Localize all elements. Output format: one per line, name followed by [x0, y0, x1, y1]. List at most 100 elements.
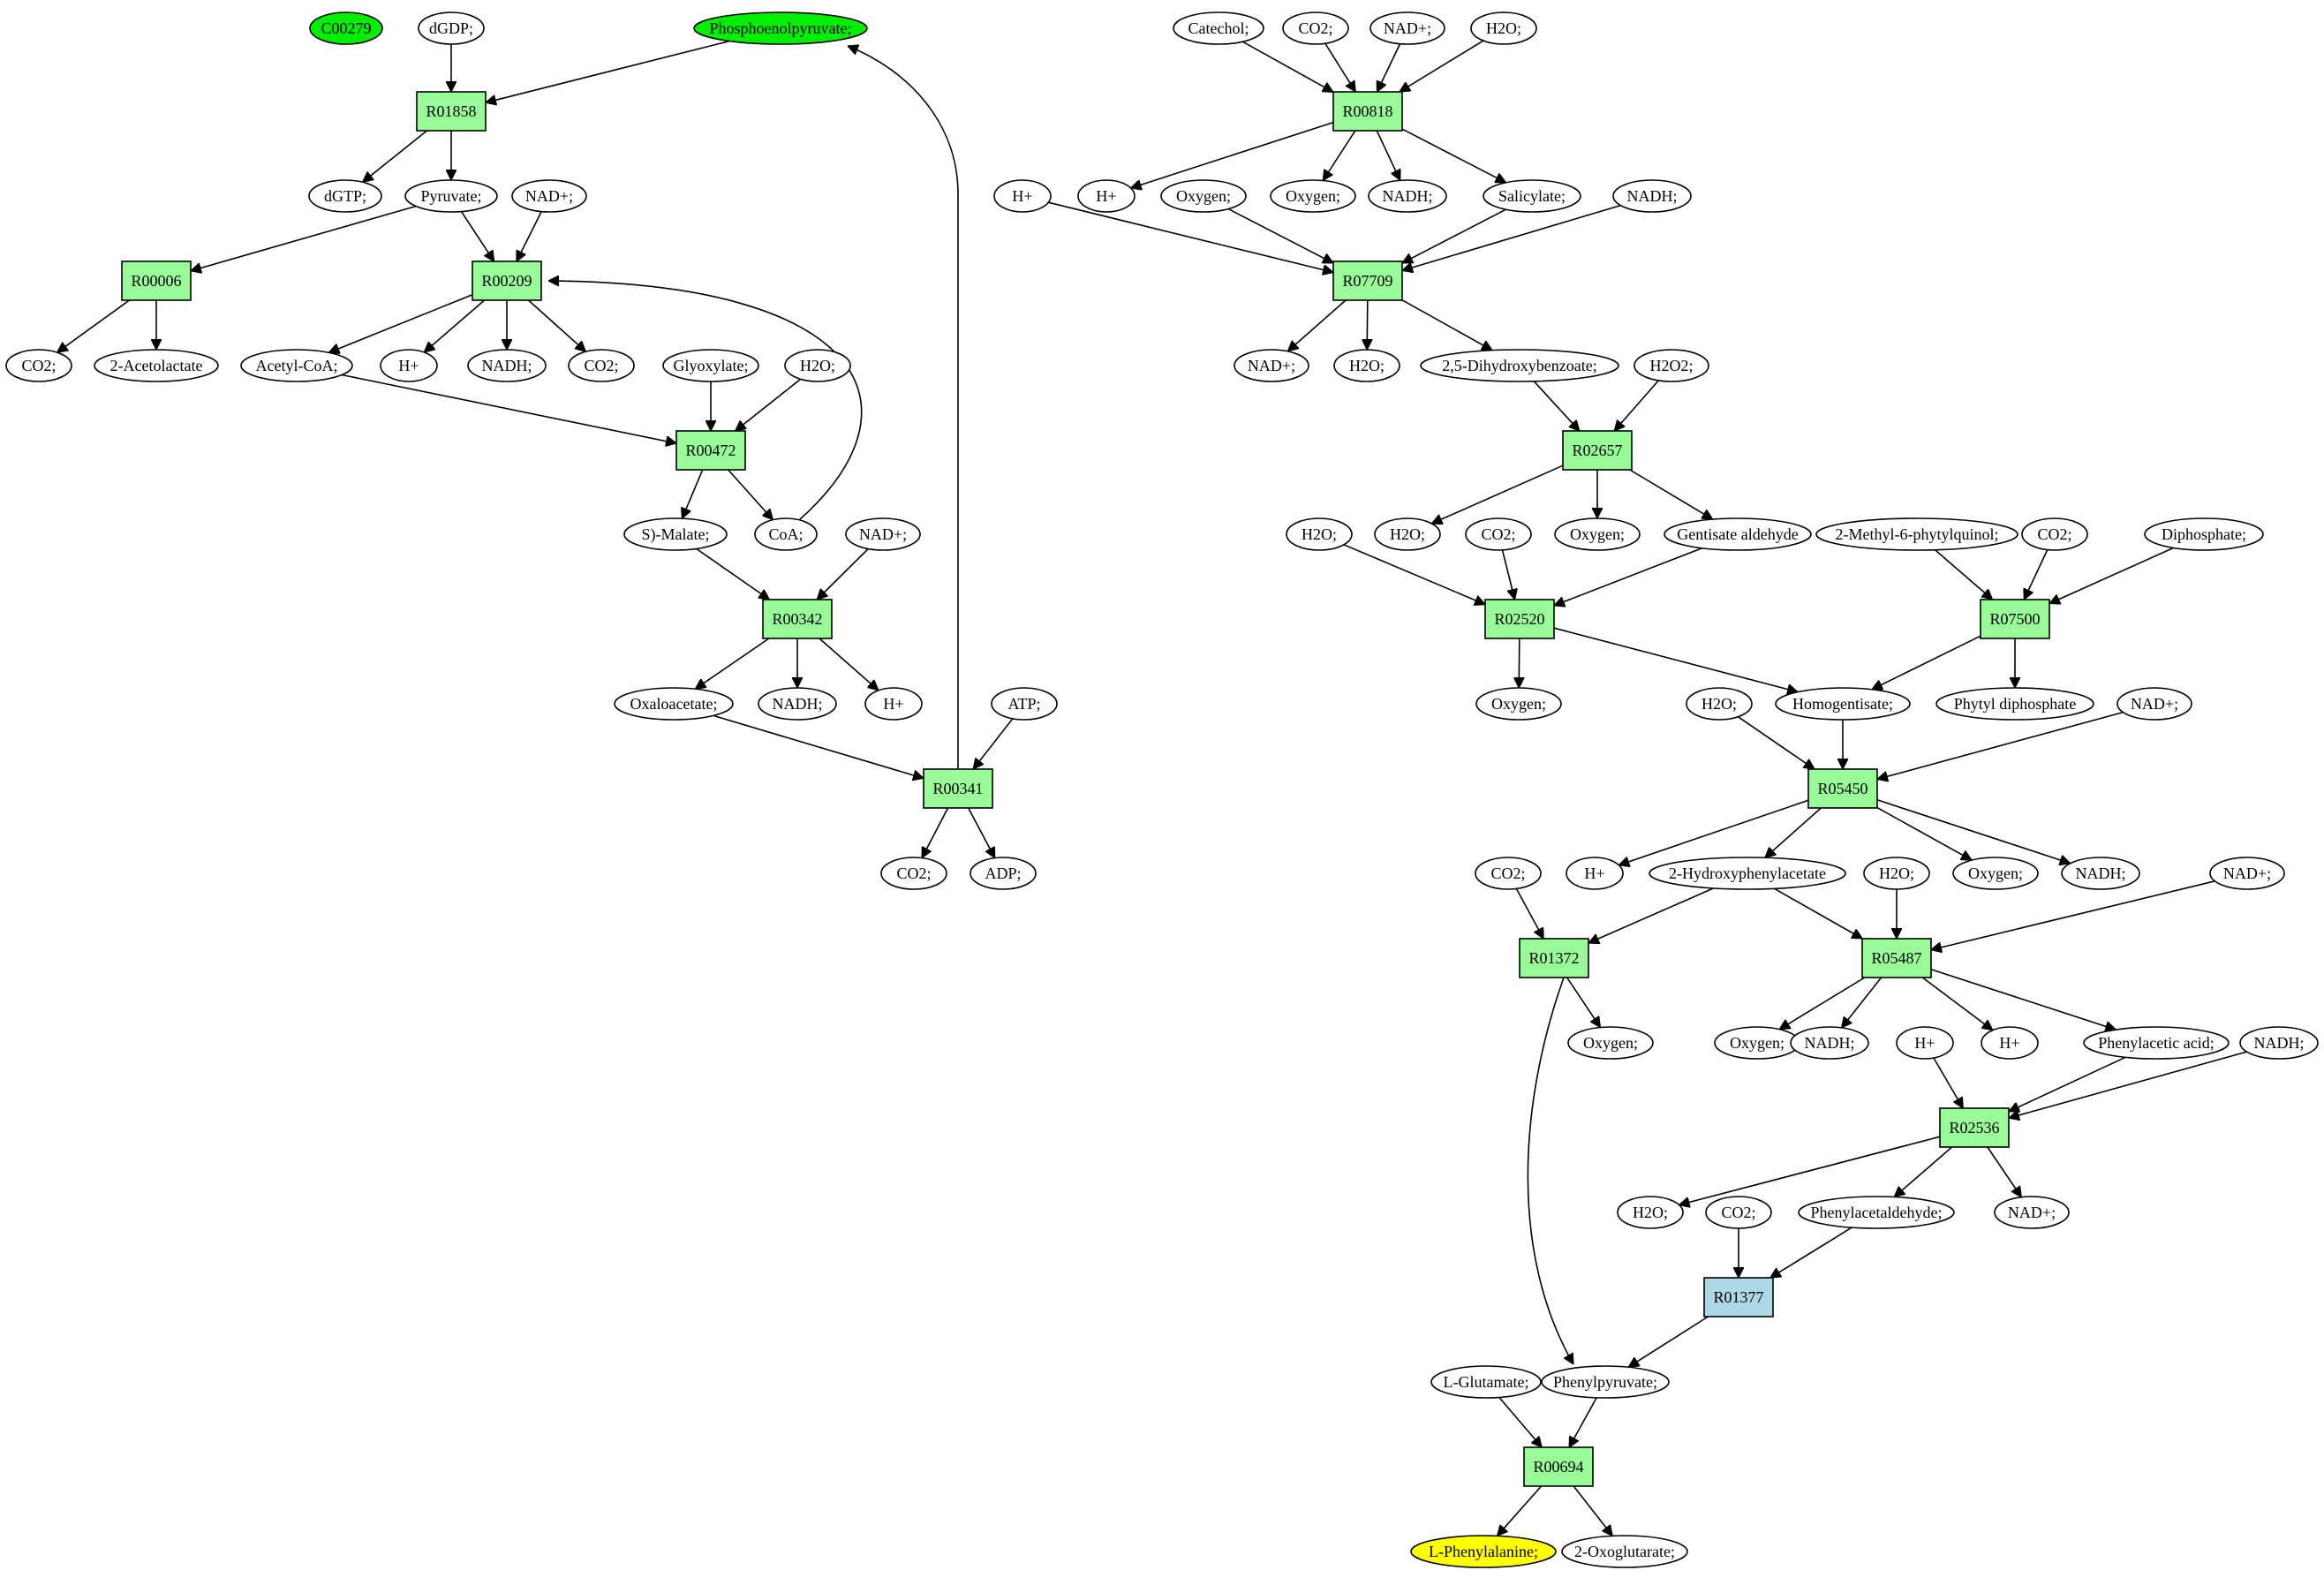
compound-node-c_phenylacetaldehyde[interactable]: Phenylacetaldehyde; [1798, 1196, 1955, 1229]
compound-node-c_catechol[interactable]: Catechol; [1173, 11, 1264, 45]
compound-node-c_co2_2[interactable]: CO2; [568, 349, 635, 382]
compound-node-c_co2_3[interactable]: CO2; [880, 857, 947, 890]
compound-node-c_hplus_5[interactable]: H+ [1566, 857, 1624, 890]
compound-node-c_nadh_6[interactable]: NADH; [1790, 1026, 1869, 1060]
compound-node-c_h2o_7[interactable]: H2O; [1863, 857, 1930, 890]
reaction-node-r_r05450[interactable]: R05450 [1807, 768, 1878, 809]
compound-node-c_hplus_2[interactable]: H+ [864, 687, 923, 721]
compound-node-c_oxygen_1[interactable]: Oxygen; [1160, 179, 1247, 213]
compound-node-c_h2o_4[interactable]: H2O; [1286, 517, 1353, 551]
compound-node-c_coa[interactable]: CoA; [754, 517, 818, 551]
reaction-node-r_r00694[interactable]: R00694 [1523, 1446, 1594, 1487]
node-label: H2O2; [1650, 357, 1694, 374]
compound-node-c_hpa[interactable]: 2-Hydroxyphenylacetate [1649, 857, 1846, 890]
reaction-box [1807, 768, 1878, 809]
node-label: L-Phenylalanine; [1429, 1543, 1538, 1560]
compound-node-c_phenylacetic[interactable]: Phenylacetic acid; [2083, 1026, 2230, 1060]
compound-node-c_nadp_3[interactable]: NAD+; [1370, 11, 1445, 45]
compound-node-c_h2o_6[interactable]: H2O; [1686, 687, 1753, 721]
reaction-node-r_r02657[interactable]: R02657 [1562, 430, 1633, 471]
compound-node-c_nadh_4[interactable]: NADH; [1612, 179, 1692, 213]
compound-node-c_h2o2[interactable]: H2O2; [1634, 349, 1709, 382]
compound-node-c_hplus_7[interactable]: H+ [1981, 1026, 2039, 1060]
compound-node-c_pyruvate[interactable]: Pyruvate; [404, 179, 498, 213]
compound-node-c_dgdp[interactable]: dGDP; [418, 11, 485, 45]
compound-node-c_hplus_4[interactable]: H+ [1077, 179, 1136, 213]
compound-node-c_oxygen_3[interactable]: Oxygen; [1554, 517, 1641, 551]
reaction-node-r_r01858[interactable]: R01858 [416, 91, 487, 132]
reaction-node-r_r00006[interactable]: R00006 [121, 260, 192, 301]
compound-node-c_nadh_2[interactable]: NADH; [758, 687, 837, 721]
compound-node-c_gentisate_ald[interactable]: Gentisate aldehyde [1664, 517, 1812, 551]
compound-node-c_co2_8[interactable]: CO2; [1705, 1196, 1772, 1229]
compound-node-c_glyoxylate[interactable]: Glyoxylate; [662, 349, 759, 382]
compound-node-c_lglutamate[interactable]: L-Glutamate; [1430, 1365, 1542, 1399]
compound-node-c_hplus_3[interactable]: H+ [993, 179, 1052, 213]
compound-node-c_nadp_4[interactable]: NAD+; [1234, 349, 1309, 382]
edge-r_r00694-to-c_lphe [1498, 1485, 1543, 1536]
compound-node-c_nadh_1[interactable]: NADH; [467, 349, 547, 382]
compound-node-c_adp[interactable]: ADP; [970, 857, 1037, 890]
compound-node-c_oxygen_7[interactable]: Oxygen; [1714, 1026, 1800, 1060]
compound-node-c_oxygen_6[interactable]: Oxygen; [1567, 1026, 1654, 1060]
compound-node-c_diphosphate[interactable]: Diphosphate; [2144, 517, 2264, 551]
compound-node-c_phenylpyruvate[interactable]: Phenylpyruvate; [1541, 1365, 1670, 1399]
reaction-node-r_r00472[interactable]: R00472 [675, 430, 746, 471]
node-label: Diphosphate; [2162, 525, 2246, 543]
compound-node-c_salicylate[interactable]: Salicylate; [1483, 179, 1581, 213]
reaction-node-r_r02536[interactable]: R02536 [1939, 1107, 2010, 1148]
compound-node-c_oxygen_5[interactable]: Oxygen; [1952, 857, 2039, 890]
compound-node-c_nadh_5[interactable]: NADH; [2061, 857, 2140, 890]
reaction-node-r_r01377[interactable]: R01377 [1703, 1277, 1774, 1318]
compound-node-c_co2_5[interactable]: CO2; [1465, 517, 1532, 551]
compound-node-c_nadp_1[interactable]: NAD+; [511, 179, 587, 213]
reaction-node-r_r07500[interactable]: R07500 [1980, 599, 2050, 639]
compound-node-c_nadh_3[interactable]: NADH; [1368, 179, 1447, 213]
compound-node-c_acetylcoa[interactable]: Acetyl-CoA; [240, 349, 353, 382]
compound-node-c_acetolactate[interactable]: 2-Acetolactate [94, 349, 219, 382]
compound-node-c_nadp_6[interactable]: NAD+; [2209, 857, 2285, 890]
compound-node-c_nadp_5[interactable]: NAD+; [2116, 687, 2192, 721]
reaction-node-r_r01372[interactable]: R01372 [1519, 938, 1589, 978]
reaction-node-r_r07709[interactable]: R07709 [1332, 260, 1403, 301]
compound-node-c_hplus_6[interactable]: H+ [1896, 1026, 1954, 1060]
compound-node-c_co2_7[interactable]: CO2; [1475, 857, 1542, 890]
compound-node-c_h2o_8[interactable]: H2O; [1617, 1196, 1684, 1229]
compound-node-c_homogentisate[interactable]: Homogentisate; [1775, 687, 1911, 721]
reaction-node-r_r02520[interactable]: R02520 [1484, 599, 1555, 639]
reaction-node-r_r00341[interactable]: R00341 [923, 768, 993, 809]
compound-node-c_co2_4[interactable]: CO2; [1282, 11, 1349, 45]
compound-node-c_lphe[interactable]: L-Phenylalanine; [1410, 1535, 1557, 1568]
compound-node-c_phytyl_dp[interactable]: Phytyl diphosphate [1935, 687, 2094, 721]
compound-node-c_co2_6[interactable]: CO2; [2021, 517, 2088, 551]
compound-node-c_nadp_2[interactable]: NAD+; [845, 517, 921, 551]
compound-node-c_oxygen_2[interactable]: Oxygen; [1270, 179, 1356, 213]
compound-node-c_dhb[interactable]: 2,5-Dihydroxybenzoate; [1420, 349, 1619, 382]
compound-node-c_oxygen_4[interactable]: Oxygen; [1475, 687, 1562, 721]
compound-node-c_atp[interactable]: ATP; [991, 687, 1058, 721]
compound-node-c_mpq[interactable]: 2-Methyl-6-phytylquinol; [1815, 517, 2018, 551]
reaction-node-r_r05487[interactable]: R05487 [1861, 938, 1932, 978]
compound-ellipse [1370, 11, 1445, 45]
node-label: H+ [1999, 1034, 2019, 1052]
compound-node-c_smalate[interactable]: S)-Malate; [623, 517, 728, 551]
compound-node-c_nadh_7[interactable]: NADH; [2239, 1026, 2319, 1060]
compound-node-c_oxoglutarate[interactable]: 2-Oxoglutarate; [1561, 1535, 1688, 1568]
compound-node-c_h2o_3[interactable]: H2O; [1333, 349, 1400, 382]
compound-ellipse [1270, 179, 1356, 213]
reaction-node-r_r00342[interactable]: R00342 [762, 599, 833, 639]
compound-node-c_h2o_1[interactable]: H2O; [784, 349, 851, 382]
compound-node-c_oxaloacetate[interactable]: Oxaloacetate; [614, 687, 734, 721]
compound-node-c_h2o_5[interactable]: H2O; [1374, 517, 1441, 551]
reaction-node-r_r00818[interactable]: R00818 [1332, 91, 1403, 132]
compound-node-c_pep[interactable]: Phosphoenolpyruvate; [693, 11, 868, 45]
compound-node-c_dgtp[interactable]: dGTP; [308, 179, 382, 213]
edge-c_atp-to-r_r00341 [973, 718, 1014, 769]
compound-node-c_nadp_7[interactable]: NAD+; [1994, 1196, 2070, 1229]
compound-node-c_c00279[interactable]: C00279 [309, 11, 383, 45]
compound-node-c_co2_1[interactable]: CO2; [5, 349, 72, 382]
compound-node-c_hplus_1[interactable]: H+ [380, 349, 438, 382]
edge-r_r02657-to-c_gentisate_ald [1629, 469, 1713, 519]
reaction-node-r_r00209[interactable]: R00209 [472, 260, 542, 301]
compound-node-c_h2o_2[interactable]: H2O; [1470, 11, 1537, 45]
